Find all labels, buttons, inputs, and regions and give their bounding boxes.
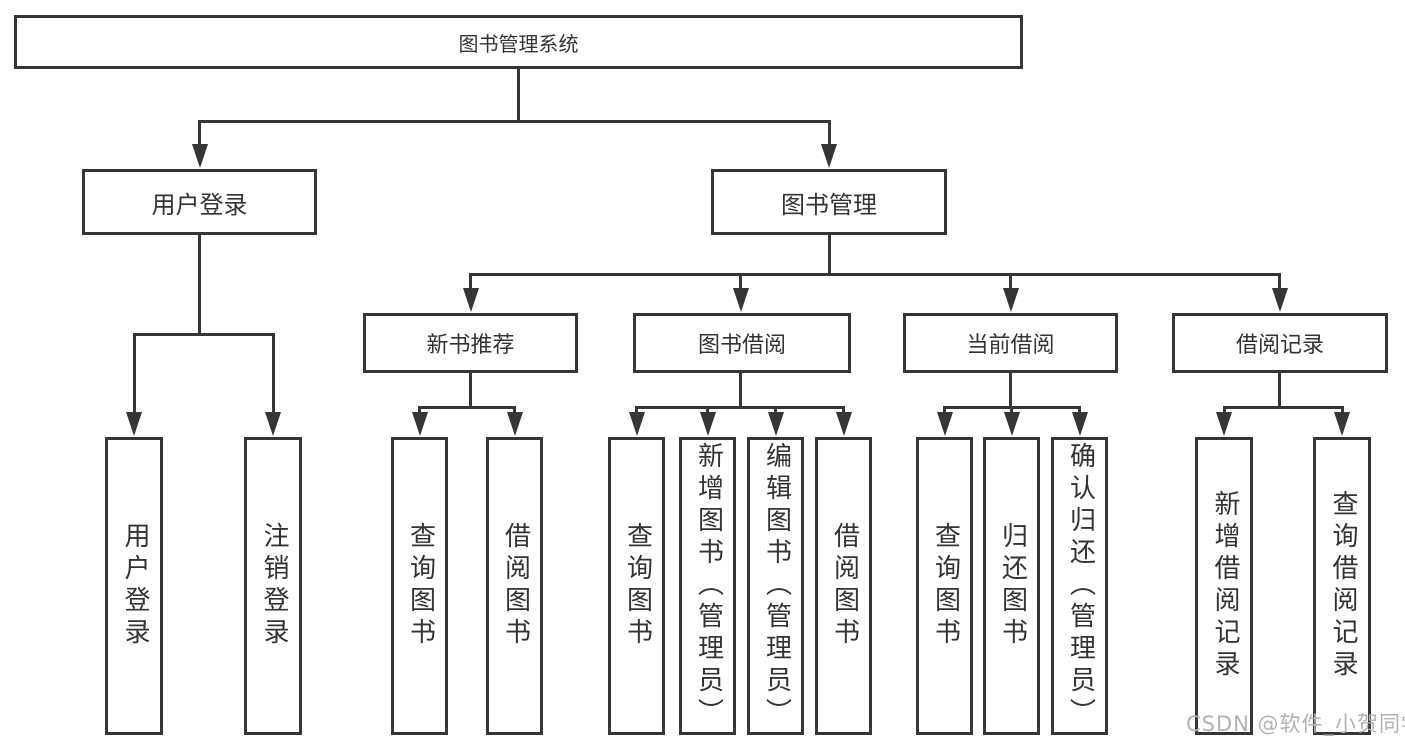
leaf-cb-confirm-return-admin-label: 确认归还（管理员） — [1065, 442, 1096, 730]
leaf-nb-borrow-books: 借阅图书 — [486, 437, 543, 735]
connector-line — [1222, 406, 1344, 409]
leaf-user-login-label: 用户登录 — [119, 522, 150, 650]
leaf-br-add-record: 新增借阅记录 — [1195, 437, 1253, 735]
leaf-bb-edit-books-admin: 编辑图书（管理员） — [747, 437, 804, 735]
leaf-br-add-record-label: 新增借阅记录 — [1209, 490, 1240, 682]
node-book-management-label: 图书管理 — [781, 190, 877, 219]
node-borrowing-records-label: 借阅记录 — [1235, 333, 1324, 358]
down-arrow — [842, 406, 845, 413]
connector-line — [418, 406, 516, 409]
node-user-login-label: 用户登录 — [151, 190, 248, 219]
down-arrow — [1009, 273, 1012, 289]
leaf-br-query-record-label: 查询借阅记录 — [1327, 490, 1358, 682]
down-arrow — [943, 406, 946, 413]
down-arrow — [635, 406, 638, 413]
leaf-cb-return-books: 归还图书 — [983, 437, 1040, 735]
down-arrow — [418, 406, 421, 413]
leaf-bb-add-books-admin-label: 新增图书（管理员） — [693, 442, 724, 730]
node-root-system: 图书管理系统 — [14, 15, 1023, 69]
csdn-watermark: CSDN @软件_小贺同学 — [1186, 712, 1405, 736]
node-root-label: 图书管理系统 — [458, 31, 579, 56]
leaf-nb-query-books-label: 查询图书 — [405, 522, 436, 650]
down-arrow — [271, 333, 275, 413]
leaf-nb-query-books: 查询图书 — [391, 437, 448, 735]
connector-line — [1009, 373, 1012, 406]
node-book-borrowing: 图书借阅 — [633, 313, 851, 373]
down-arrow — [132, 333, 136, 413]
down-arrow — [706, 406, 709, 413]
leaf-bb-borrow-books: 借阅图书 — [815, 437, 872, 735]
down-arrow — [1010, 406, 1013, 413]
connector-line — [827, 235, 831, 273]
connector-line — [132, 333, 275, 336]
leaf-bb-add-books-admin: 新增图书（管理员） — [679, 437, 736, 735]
leaf-bb-query-books: 查询图书 — [608, 437, 665, 735]
connector-line — [1278, 373, 1281, 406]
leaf-cb-confirm-return-admin: 确认归还（管理员） — [1051, 437, 1108, 735]
down-arrow — [1340, 406, 1344, 413]
leaf-cb-query-books: 查询图书 — [916, 437, 973, 735]
leaf-logout: 注销登录 — [244, 437, 302, 735]
node-new-book-recommend-label: 新书推荐 — [426, 333, 515, 358]
connector-line — [198, 120, 831, 123]
node-borrowing-records: 借阅记录 — [1172, 313, 1388, 373]
leaf-bb-edit-books-admin-label: 编辑图书（管理员） — [761, 442, 792, 730]
connector-line — [469, 273, 1281, 276]
leaf-br-query-record: 查询借阅记录 — [1313, 437, 1371, 735]
connector-line — [739, 373, 742, 406]
down-arrow — [1278, 273, 1281, 289]
node-new-book-recommend: 新书推荐 — [363, 313, 578, 373]
leaf-bb-query-books-label: 查询图书 — [622, 522, 653, 650]
leaf-cb-query-books-label: 查询图书 — [930, 522, 961, 650]
connector-line — [198, 235, 201, 333]
down-arrow — [774, 406, 777, 413]
down-arrow — [1078, 406, 1081, 413]
node-book-borrowing-label: 图书借阅 — [697, 333, 786, 358]
down-arrow — [827, 120, 831, 145]
connector-line — [635, 406, 845, 409]
node-current-borrowing: 当前借阅 — [903, 313, 1118, 373]
leaf-bb-borrow-books-label: 借阅图书 — [829, 522, 860, 650]
node-book-management: 图书管理 — [711, 169, 947, 235]
down-arrow — [1222, 406, 1226, 413]
down-arrow — [739, 273, 742, 289]
leaf-cb-return-books-label: 归还图书 — [997, 522, 1028, 650]
down-arrow — [198, 120, 201, 145]
down-arrow — [469, 273, 472, 289]
down-arrow — [513, 406, 516, 413]
connector-line — [469, 373, 472, 406]
node-current-borrowing-label: 当前借阅 — [966, 333, 1055, 358]
leaf-user-login: 用户登录 — [105, 437, 163, 735]
leaf-logout-label: 注销登录 — [258, 522, 289, 650]
connector-line — [517, 69, 520, 120]
node-user-login: 用户登录 — [82, 169, 317, 235]
leaf-nb-borrow-books-label: 借阅图书 — [500, 522, 531, 650]
